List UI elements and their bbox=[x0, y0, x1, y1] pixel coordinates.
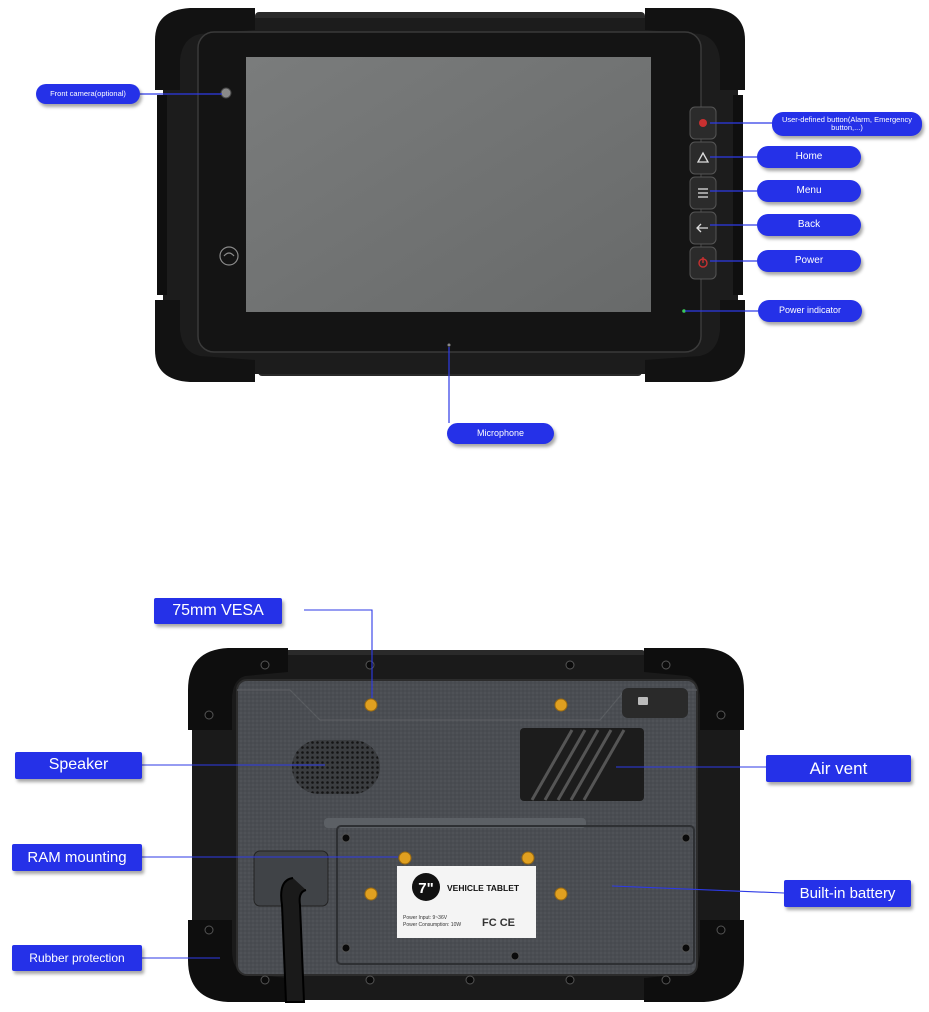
back-corner-tr bbox=[644, 648, 744, 730]
left-edge bbox=[157, 95, 167, 295]
callout-rubber-protection: Rubber protection bbox=[12, 945, 142, 971]
callout-menu: Menu bbox=[757, 180, 861, 202]
callout-air-vent: Air vent bbox=[766, 755, 911, 782]
corner-bumper-tl bbox=[155, 8, 255, 90]
sticker-size: 7" bbox=[418, 880, 433, 897]
callout-ram-mounting: RAM mounting bbox=[12, 844, 142, 871]
callout-power-indicator: Power indicator bbox=[758, 300, 862, 322]
battery-cover bbox=[336, 825, 695, 965]
callout-speaker: Speaker bbox=[15, 752, 142, 779]
callout-home: Home bbox=[757, 146, 861, 168]
speaker-grille bbox=[292, 740, 380, 794]
back-tablet: 7" VEHICLE TABLET Power Input: 9~36V Pow… bbox=[188, 648, 744, 1003]
home-button[interactable] bbox=[689, 141, 717, 175]
corner-bumper-bl bbox=[155, 300, 255, 382]
callout-front-camera: Front camera(optional) bbox=[36, 84, 140, 104]
power-indicator-led bbox=[682, 309, 686, 313]
vesa-screws bbox=[364, 698, 568, 901]
menu-icon bbox=[698, 188, 708, 198]
front-tablet bbox=[155, 8, 745, 382]
front-leader-lines bbox=[140, 93, 772, 423]
sticker-certifications: FC CE bbox=[482, 917, 515, 929]
back-icon bbox=[696, 223, 708, 233]
callout-user-defined-button: User-defined button(Alarm, Emergency but… bbox=[772, 112, 922, 136]
callout-vesa: 75mm VESA bbox=[154, 598, 282, 624]
ram-mount-cable bbox=[280, 877, 307, 1003]
nfc-icon bbox=[219, 246, 239, 266]
sticker-line1: Power Input: 9~36V bbox=[403, 915, 448, 921]
sticker-badge bbox=[412, 873, 440, 901]
callout-built-in-battery: Built-in battery bbox=[784, 880, 911, 907]
screen bbox=[246, 57, 651, 312]
callout-back: Back bbox=[757, 214, 861, 236]
housing-screws bbox=[204, 660, 726, 985]
right-edge bbox=[733, 95, 743, 295]
corner-bumper-br bbox=[645, 300, 745, 382]
microphone-hole bbox=[447, 343, 451, 347]
back-leader-lines bbox=[142, 609, 785, 959]
front-camera bbox=[220, 87, 232, 99]
power-icon bbox=[698, 257, 708, 268]
air-vent-slats bbox=[530, 729, 626, 801]
rear-camera-icon bbox=[638, 697, 648, 705]
corner-bumper-tr bbox=[645, 8, 745, 90]
sticker-line2: Power Consumption: 10W bbox=[403, 922, 461, 928]
camera-module bbox=[622, 688, 688, 718]
sticker-title: VEHICLE TABLET bbox=[447, 883, 520, 893]
callout-power: Power bbox=[757, 250, 861, 272]
home-icon bbox=[696, 151, 710, 163]
alarm-button-icon bbox=[699, 119, 707, 127]
callout-microphone: Microphone bbox=[447, 423, 554, 444]
